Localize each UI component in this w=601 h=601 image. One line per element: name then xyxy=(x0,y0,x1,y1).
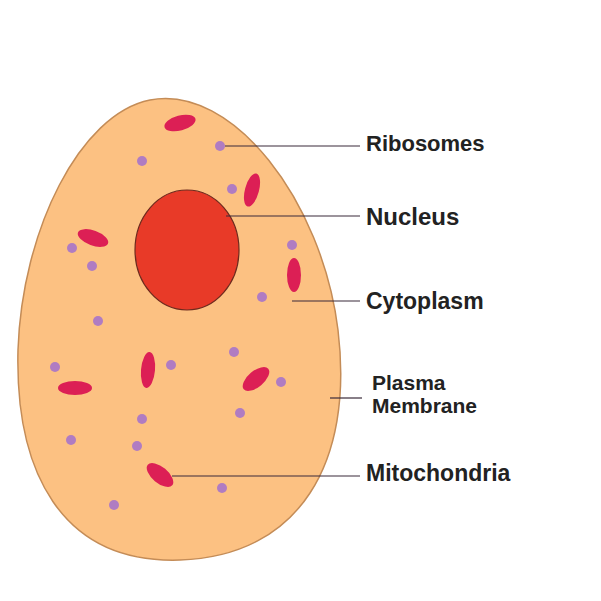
mitochondria-label: Mitochondria xyxy=(366,461,510,486)
plasma-membrane-label: Plasma Membrane xyxy=(372,371,492,417)
nucleus xyxy=(135,190,239,310)
ribosomes-label: Ribosomes xyxy=(366,132,485,156)
cytoplasm-label: Cytoplasm xyxy=(366,289,484,314)
ribosome-group xyxy=(50,141,297,510)
mitochondria-group xyxy=(58,112,301,492)
cell-body xyxy=(18,99,341,561)
leader-lines xyxy=(172,146,362,476)
nucleus-label: Nucleus xyxy=(366,204,459,230)
